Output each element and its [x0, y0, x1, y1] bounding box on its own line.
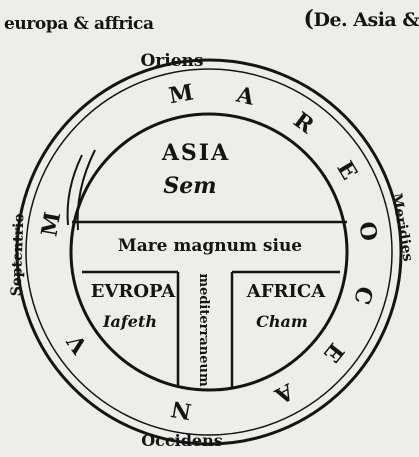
- continent-africa-son: Cham: [256, 312, 308, 331]
- header-running-title-right: (De. Asia &: [304, 6, 419, 32]
- outer-ocean-ring: [15, 58, 403, 446]
- continent-europa-son: Iafeth: [102, 312, 157, 331]
- ocean-letter: C: [348, 283, 378, 307]
- direction-septentrio: Septentrio: [9, 213, 28, 296]
- ocean-letter: O: [354, 220, 382, 242]
- continent-europa-name: EVROPA: [91, 281, 177, 302]
- ocean-letter: M: [36, 210, 66, 239]
- direction-occidens: Occidens: [141, 431, 223, 450]
- ocean-letter: A: [233, 81, 257, 111]
- continent-asia-son: Sem: [163, 173, 216, 199]
- sea-mare-magnum: Mare magnum siue: [118, 236, 302, 256]
- direction-oriens: Oriens: [141, 51, 204, 71]
- ocean-letter: M: [167, 79, 196, 109]
- ocean-letter: E: [318, 338, 349, 367]
- ocean-letter: R: [289, 107, 320, 139]
- wave-decoration-left: [66, 149, 96, 231]
- earth-disk-border: [69, 112, 349, 392]
- sea-mediterraneum: mediterraneum: [196, 273, 211, 387]
- ocean-letter: E: [331, 157, 362, 185]
- ocean-letter: N: [169, 395, 193, 424]
- header-running-title-left: europa & affrica: [4, 14, 154, 34]
- ocean-letter: V: [62, 329, 94, 359]
- continent-africa-name: AFRICA: [246, 281, 326, 302]
- paragraph-mark: (: [303, 6, 314, 32]
- continent-asia-name: ASIA: [161, 140, 230, 166]
- header-right-text: De. Asia &: [313, 9, 419, 31]
- outer-ocean-ring-inner-line: [25, 68, 393, 436]
- ocean-letter: A: [270, 377, 299, 409]
